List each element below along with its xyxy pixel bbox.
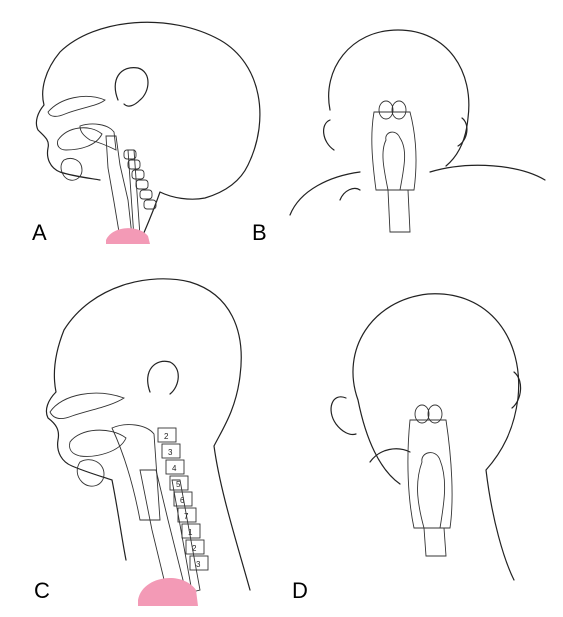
panel-c-tongue [69,429,127,457]
panel-c-vertebra-numbers: 2 3 4 5 6 7 1 2 3 [164,432,201,569]
panel-c-trachea-yellow [171,479,201,593]
panel-a-tongue [57,127,103,151]
panel-c-pharynx-tissue [111,424,161,521]
panel-b-condyle-right [391,100,407,120]
panel-d-head-outline [352,293,520,581]
panel-d: D [292,293,522,603]
vertebra-number: 5 [176,480,181,489]
panel-a-trachea-yellow [127,149,141,239]
panel-b-trachea [387,189,411,233]
panel-d-back-tissue [407,419,453,529]
vertebra-number: 3 [168,448,173,457]
vertebra-number: 3 [196,560,201,569]
panel-b-right-ear [457,117,468,147]
vertebra-number: 7 [184,512,189,521]
panel-b-shoulders [289,164,546,216]
panel-a-chest [106,228,150,244]
panel-d-jaw-line [369,448,411,463]
panel-c-nasal-palate [49,392,125,420]
vertebra [173,491,193,507]
vertebra-number: 6 [180,496,185,505]
panel-c-lip [76,459,105,487]
panel-a-lip [60,158,83,181]
panel-c-vertebrae [157,427,209,571]
vertebra [135,179,149,190]
panel-c: 2 3 4 5 6 7 1 2 3 C [34,278,251,606]
vertebra-number: 4 [172,464,177,473]
vertebra [123,149,137,160]
panel-a-ear [114,67,149,107]
vertebra [165,459,185,475]
vertebra-number: 1 [188,528,193,537]
vertebra [127,159,141,170]
panel-a-head-outline [35,21,261,243]
panel-b-back-tissue [371,111,417,191]
panel-a-label: A [32,220,47,245]
vertebra [139,189,153,200]
panel-b-label: B [252,220,267,245]
panel-a-vertebrae [123,149,157,210]
vertebra [169,475,189,491]
panel-b-airway [382,131,406,191]
panel-b: B [252,29,546,245]
panel-b-condyle-left [378,100,394,120]
panel-d-trachea [423,527,447,557]
panel-b-head-outline [328,29,470,167]
vertebra [189,555,209,571]
panel-c-label: C [34,578,50,603]
vertebra [143,199,157,210]
panel-d-left-ear [330,396,357,436]
vertebra [181,523,201,539]
panel-d-airway [417,452,446,529]
vertebra [157,427,177,443]
panel-a-pharynx-tissue [79,123,117,151]
vertebra-number: 2 [192,544,197,553]
vertebra-number: 2 [164,432,169,441]
panel-c-ear [147,360,179,395]
vertebra [131,169,145,180]
vertebra [177,507,197,523]
vertebra [161,443,181,459]
panel-c-chest [138,577,198,606]
panel-d-right-ear [511,371,522,409]
vertebra [185,539,205,555]
panel-d-condyle-right [427,404,443,424]
panel-d-condyle-left [414,404,430,424]
panel-c-head-outline [45,278,251,591]
panel-d-label: D [292,578,308,603]
panel-a: A [32,21,261,245]
panel-a-nasal-palate [47,95,106,117]
panel-b-left-ear [323,119,335,151]
